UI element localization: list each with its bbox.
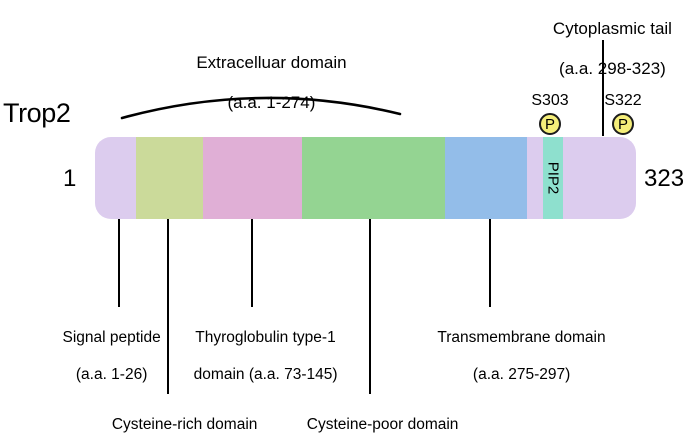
bar-segment-signal-peptide [136,137,203,219]
start-position-label: 1 [63,165,77,192]
callout-signal-peptide-title: Signal peptide [62,329,161,347]
callout-thyroglobulin-range: domain (a.a. 73-145) [193,365,338,383]
callout-signal-peptide-range: (a.a. 1-26) [75,365,148,383]
bar-segment-pip2: PIP2 [543,137,563,219]
bar-segment-thyroglobulin [302,137,445,219]
leader-line-cytoplasmic-tail [602,40,604,136]
cytoplasmic-tail-label: Cytoplasmic tail (a.a. 298-323) [513,0,685,99]
leader-line-transmembrane [489,219,491,307]
callout-transmembrane-domain: Transmembrane domain (a.a. 275-297) [414,311,612,402]
leader-line-thyroglobulin [251,219,253,307]
protein-name-label: Trop2 [3,98,71,128]
bar-segment-tail-lavender-left [527,137,543,219]
callout-transmembrane-title: Transmembrane domain [437,329,606,347]
cytoplasmic-tail-title: Cytoplasmic tail [552,19,672,39]
callout-transmembrane-range: (a.a. 275-297) [472,365,571,383]
phospho-marker-s322: P [612,113,634,135]
callout-cysteine-rich-domain: Cysteine-rich domain (a.a. 27-73) [85,398,267,443]
leader-line-cysteine-poor [369,219,371,394]
phospho-marker-s303: P [539,113,561,135]
bar-segment-n-terminal-lavender [95,137,136,219]
pip2-label: PIP2 [544,161,562,195]
callout-cysteine-rich-title: Cysteine-rich domain [111,416,258,434]
callout-signal-peptide: Signal peptide (a.a. 1-26) [40,311,166,402]
extracellular-domain-title: Extracelluar domain [196,53,347,73]
leader-line-signal-peptide [118,219,120,307]
callout-thyroglobulin-domain: Thyroglobulin type-1 domain (a.a. 73-145… [174,311,340,402]
phospho-site-label-s303: S303 [531,92,569,109]
bar-segment-cysteine-poor [445,137,527,219]
protein-domain-bar: PIP2 [95,137,636,219]
phospho-site-label-s322: S322 [604,92,642,109]
bar-segment-cysteine-rich [203,137,302,219]
callout-thyroglobulin-title: Thyroglobulin type-1 [195,329,336,347]
bar-segment-tail-lavender-right [563,137,636,219]
leader-line-cysteine-rich [167,219,169,394]
cytoplasmic-tail-range: (a.a. 298-323) [559,59,666,79]
callout-cysteine-poor-domain: Cysteine-poor domain (a.a. 146-274) [288,398,460,443]
extracellular-domain-arc [120,96,402,120]
callout-cysteine-poor-title: Cysteine-poor domain [306,416,459,434]
end-position-label: 323 [644,165,685,192]
